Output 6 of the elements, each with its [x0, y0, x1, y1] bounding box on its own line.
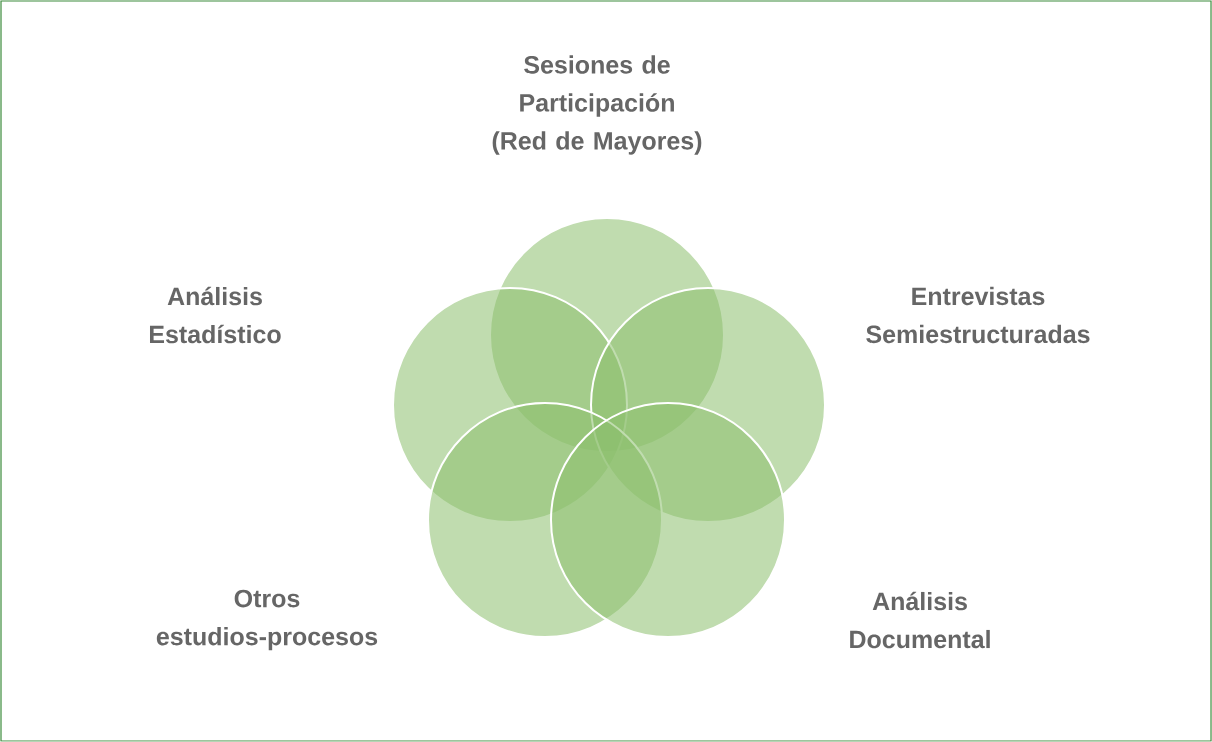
venn-circle [550, 402, 786, 638]
circle-label: Sesiones de Participación (Red de Mayores) [492, 55, 702, 155]
circle-label: Otros estudios-procesos [156, 589, 378, 651]
circle-label: Análisis Documental [850, 591, 990, 649]
circle-label: Entrevistas Semiestructuradas [866, 286, 1090, 344]
circle-label: Análisis Estadístico [150, 286, 281, 344]
